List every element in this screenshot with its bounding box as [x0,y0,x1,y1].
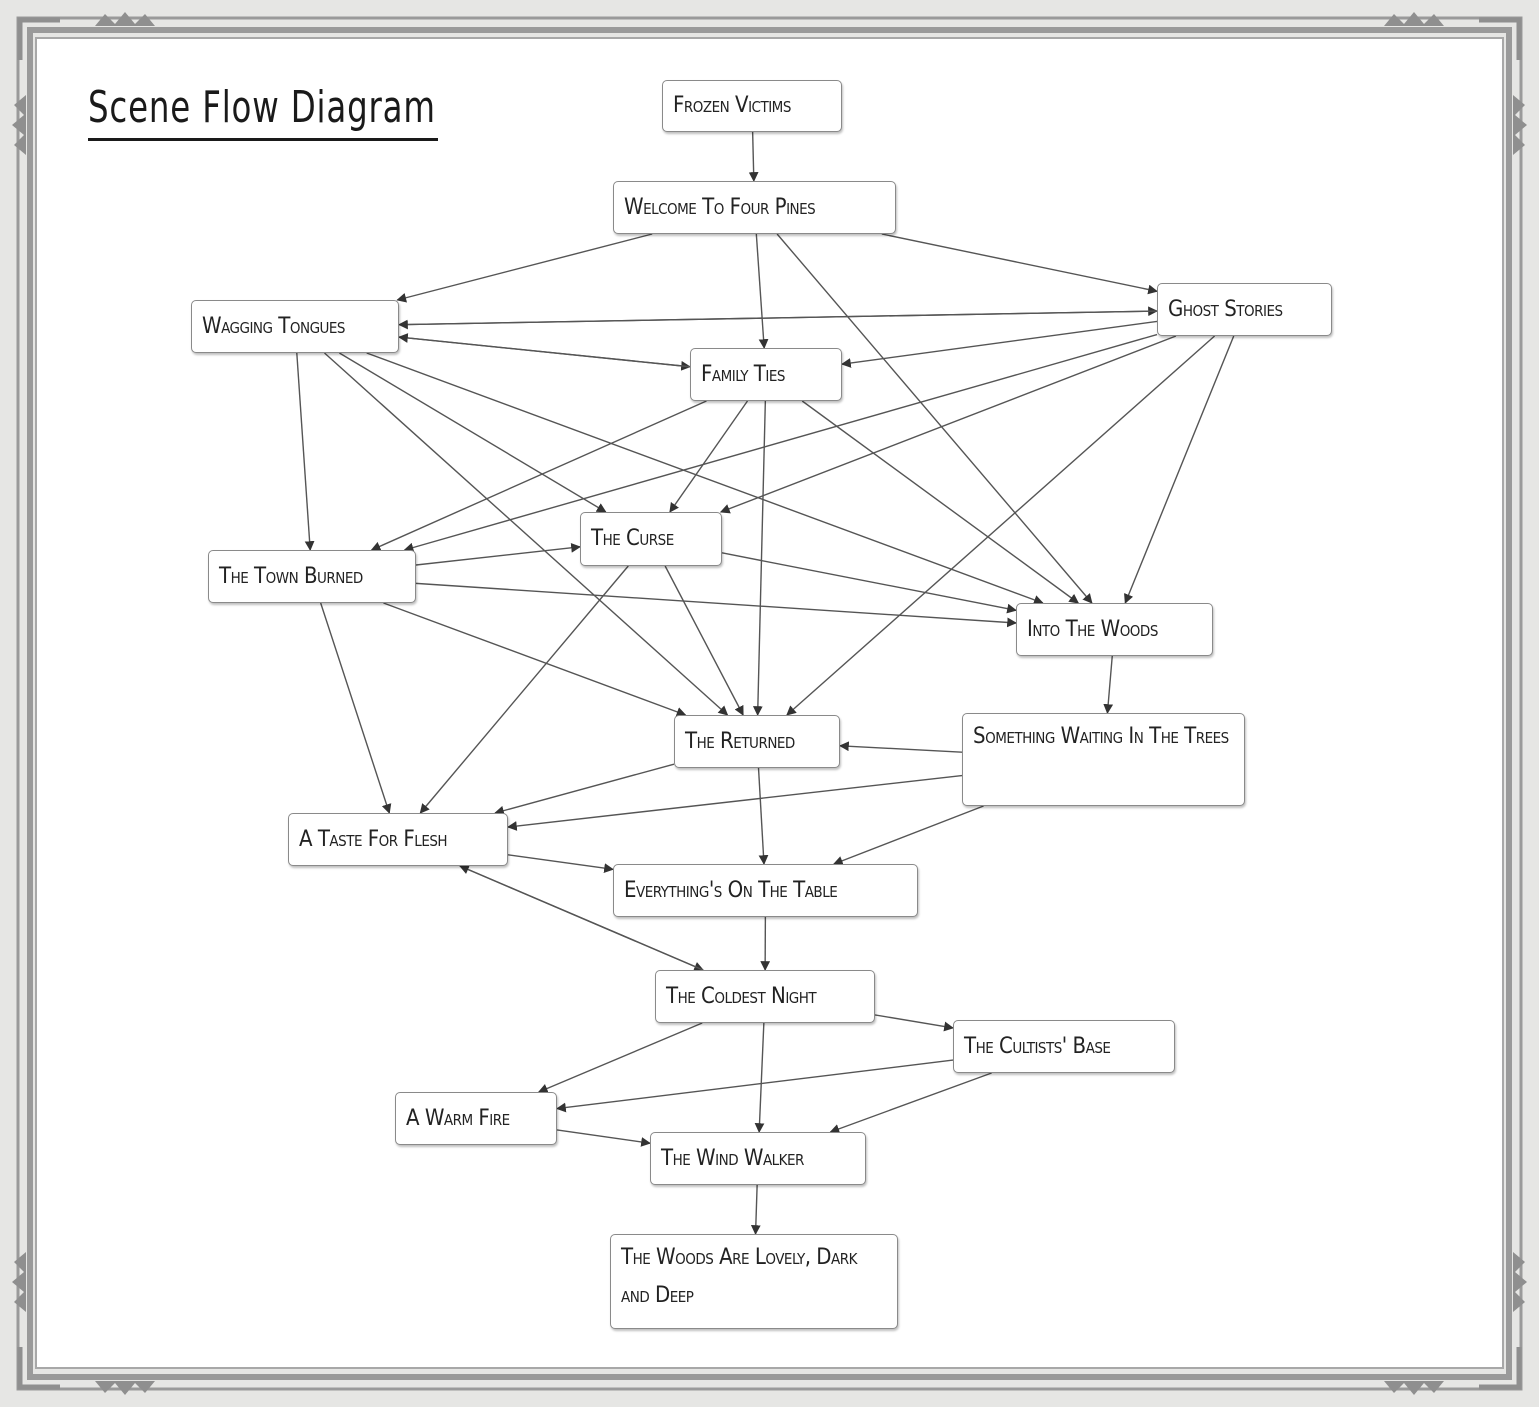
edge-n10-to-n11 [507,774,963,831]
edge-n7-to-n9 [383,602,687,717]
node-the-cultists-base[interactable]: The Cultists' Base [953,1020,1175,1073]
title-underline [88,138,438,141]
node-frozen-victims[interactable]: Frozen Victims [662,80,842,132]
edge-n2-to-n4 [881,233,1158,295]
diagram-title: Scene Flow Diagram [88,82,436,133]
node-everythings-on-the-table[interactable]: Everything's On The Table [613,864,918,917]
node-label: Family Ties [701,361,785,387]
edge-n1-to-n2 [748,131,759,182]
edge-n3-to-n6 [339,352,607,513]
node-the-town-burned[interactable]: The Town Burned [208,550,416,603]
edge-n6-to-n9 [664,565,744,716]
node-a-warm-fire[interactable]: A Warm Fire [395,1092,557,1145]
edge-n2-to-n8 [776,233,1093,604]
node-something-waiting-in-the-trees[interactable]: Something Waiting In The Trees [962,713,1245,806]
node-label: The Curse [591,526,674,551]
edge-n8-to-n10 [1103,655,1114,714]
edge-n11-to-n12 [507,854,614,873]
edge-n13-to-n16 [754,1022,765,1133]
node-label: The Town Burned [219,563,363,589]
edge-n4-to-n6 [719,335,1177,514]
edge-n2-to-n5 [755,233,769,349]
edge-n10-to-n9 [839,741,963,753]
edge-n13-to-n15 [537,1022,703,1094]
node-label: The Wind Walker [661,1145,804,1171]
edge-n13-to-n11 [459,864,704,971]
node-label: The Returned [685,728,795,754]
edge-n5-to-n9 [752,400,767,716]
edge-n3-to-n9 [324,352,729,716]
node-ghost-stories[interactable]: Ghost Stories [1157,283,1332,336]
edge-n5-to-n7 [370,400,707,551]
node-the-woods-are-lovely-dark-and-deep[interactable]: The Woods Are Lovely, Dark and Deep [610,1234,898,1329]
edge-n6-to-n11 [419,565,629,814]
edge-n4-to-n3 [398,310,1158,330]
node-the-wind-walker[interactable]: The Wind Walker [650,1132,866,1185]
edge-n2-to-n3 [396,233,653,303]
node-label: Welcome To Four Pines [624,194,816,220]
node-label: A Warm Fire [406,1105,510,1131]
edge-n9-to-n12 [757,767,769,865]
edge-n3-to-n8 [366,352,1044,605]
edge-n4-to-n8 [1124,335,1235,604]
edge-n5-to-n8 [801,400,1080,604]
edge-n14-to-n16 [829,1072,992,1134]
node-label: Ghost Stories [1168,296,1283,322]
edge-n9-to-n11 [494,763,675,816]
node-label: Into The Woods [1027,616,1158,642]
edge-n16-to-n17 [750,1184,761,1235]
edge-n5-to-n6 [669,400,749,513]
node-label: Frozen Victims [673,93,791,118]
edge-n15-to-n16 [556,1129,651,1147]
node-welcome-to-four-pines[interactable]: Welcome To Four Pines [613,181,896,234]
node-label: Something Waiting In The Trees [973,724,1229,749]
edge-n5-to-n3 [398,333,691,368]
edge-n10-to-n12 [832,805,984,866]
node-family-ties[interactable]: Family Ties [690,348,842,401]
node-wagging-tongues[interactable]: Wagging Tongues [191,300,399,353]
node-label: The Woods Are Lovely, Dark and Deep [621,1245,857,1308]
edge-n6-to-n8 [721,552,1017,614]
edge-n3-to-n7 [296,352,315,551]
node-into-the-woods[interactable]: Into The Woods [1016,603,1213,656]
node-a-taste-for-flesh[interactable]: A Taste For Flesh [288,813,508,866]
edge-n13-to-n14 [874,1014,954,1032]
node-label: The Cultists' Base [964,1033,1111,1059]
edge-n7-to-n8 [415,582,1017,628]
node-the-returned[interactable]: The Returned [674,715,840,768]
edge-n4-to-n7 [403,333,1158,553]
node-the-coldest-night[interactable]: The Coldest Night [655,970,875,1023]
node-the-curse[interactable]: The Curse [580,512,722,566]
edge-n7-to-n6 [415,542,581,566]
edge-n14-to-n15 [556,1059,954,1113]
edge-n4-to-n5 [841,320,1158,368]
node-label: The Coldest Night [666,983,817,1009]
edge-n7-to-n11 [320,602,392,814]
edge-n4-to-n9 [786,335,1216,716]
node-label: Everything's On The Table [624,877,838,903]
node-label: Wagging Tongues [202,313,346,339]
node-label: A Taste For Flesh [299,826,448,852]
